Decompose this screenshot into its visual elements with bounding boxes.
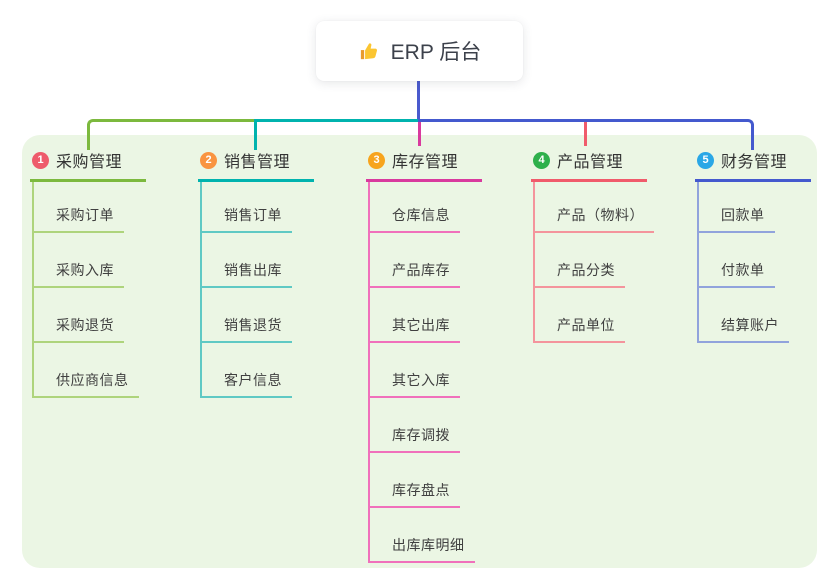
child-label: 销售退货: [202, 315, 292, 343]
child-label: 产品单位: [535, 315, 625, 343]
branch-node-purchase[interactable]: 1 采购管理: [30, 145, 146, 182]
branch-badge: 5: [697, 151, 714, 169]
child-label: 销售订单: [202, 205, 292, 233]
child-node[interactable]: 仓库信息: [370, 182, 475, 233]
child-node[interactable]: 结算账户: [699, 288, 789, 343]
child-label: 采购退货: [34, 315, 124, 343]
child-node[interactable]: 其它入库: [370, 343, 475, 398]
child-node[interactable]: 销售退货: [202, 288, 292, 343]
child-node[interactable]: 库存盘点: [370, 453, 475, 508]
child-label: 其它出库: [370, 315, 460, 343]
child-label: 采购订单: [34, 205, 124, 233]
child-node[interactable]: 客户信息: [202, 343, 292, 398]
child-node[interactable]: 产品库存: [370, 233, 475, 288]
branch-children-sales: 销售订单 销售出库 销售退货 客户信息: [200, 182, 292, 398]
branch-node-sales[interactable]: 2 销售管理: [198, 145, 314, 182]
child-node[interactable]: 付款单: [699, 233, 789, 288]
child-label: 销售出库: [202, 260, 292, 288]
child-node[interactable]: 产品（物料）: [535, 182, 654, 233]
child-node[interactable]: 供应商信息: [34, 343, 139, 398]
branch-label: 财务管理: [721, 154, 788, 171]
connector-branch-purchase: [87, 119, 257, 150]
connector-branch-inventory: [418, 122, 421, 146]
child-node[interactable]: 库存调拨: [370, 398, 475, 453]
branch-node-inventory[interactable]: 3 库存管理: [366, 145, 482, 182]
branch-children-purchase: 采购订单 采购入库 采购退货 供应商信息: [32, 182, 139, 398]
child-label: 库存调拨: [370, 425, 460, 453]
branch-inventory: 3 库存管理 仓库信息 产品库存 其它出库 其它入库 库存调拨 库存盘点 出库库…: [366, 145, 482, 563]
child-label: 产品库存: [370, 260, 460, 288]
child-label: 客户信息: [202, 370, 292, 398]
branch-children-finance: 回款单 付款单 结算账户: [697, 182, 789, 343]
branch-label: 采购管理: [56, 154, 123, 171]
mindmap-panel: [22, 135, 817, 568]
branch-badge: 1: [32, 151, 49, 169]
child-label: 库存盘点: [370, 480, 460, 508]
child-label: 付款单: [699, 260, 775, 288]
branch-finance: 5 财务管理 回款单 付款单 结算账户: [695, 145, 811, 343]
child-node[interactable]: 采购退货: [34, 288, 139, 343]
branch-label: 库存管理: [392, 154, 459, 171]
child-label: 仓库信息: [370, 205, 460, 233]
branch-children-inventory: 仓库信息 产品库存 其它出库 其它入库 库存调拨 库存盘点 出库库明细: [368, 182, 475, 563]
branch-label: 产品管理: [557, 154, 624, 171]
branch-node-product[interactable]: 4 产品管理: [531, 145, 647, 182]
child-node[interactable]: 产品分类: [535, 233, 654, 288]
connector-branch-finance: [418, 119, 754, 150]
thumbs-up-icon: [360, 42, 377, 59]
child-label: 供应商信息: [34, 370, 139, 398]
branch-badge: 4: [533, 151, 550, 169]
child-label: 出库库明细: [370, 535, 475, 563]
child-label: 产品（物料）: [535, 205, 654, 233]
root-node[interactable]: ERP 后台: [316, 21, 523, 81]
branch-badge: 2: [200, 151, 217, 169]
branch-children-product: 产品（物料） 产品分类 产品单位: [533, 182, 654, 343]
child-node[interactable]: 其它出库: [370, 288, 475, 343]
branch-purchase: 1 采购管理 采购订单 采购入库 采购退货 供应商信息: [30, 145, 146, 398]
child-node[interactable]: 产品单位: [535, 288, 654, 343]
child-label: 结算账户: [699, 315, 789, 343]
branch-label: 销售管理: [224, 154, 291, 171]
child-label: 产品分类: [535, 260, 625, 288]
connector-branch-product: [584, 122, 587, 146]
child-node[interactable]: 回款单: [699, 182, 789, 233]
root-node-label: ERP 后台: [390, 41, 482, 64]
child-label: 其它入库: [370, 370, 460, 398]
child-node[interactable]: 销售订单: [202, 182, 292, 233]
child-label: 采购入库: [34, 260, 124, 288]
child-node[interactable]: 采购入库: [34, 233, 139, 288]
branch-sales: 2 销售管理 销售订单 销售出库 销售退货 客户信息: [198, 145, 314, 398]
child-node[interactable]: 采购订单: [34, 182, 139, 233]
connector-root: [417, 81, 420, 121]
child-node[interactable]: 销售出库: [202, 233, 292, 288]
branch-node-finance[interactable]: 5 财务管理: [695, 145, 811, 182]
connector-branch-sales: [254, 119, 421, 150]
child-node[interactable]: 出库库明细: [370, 508, 475, 563]
branch-product: 4 产品管理 产品（物料） 产品分类 产品单位: [531, 145, 654, 343]
child-label: 回款单: [699, 205, 775, 233]
branch-badge: 3: [368, 151, 385, 169]
